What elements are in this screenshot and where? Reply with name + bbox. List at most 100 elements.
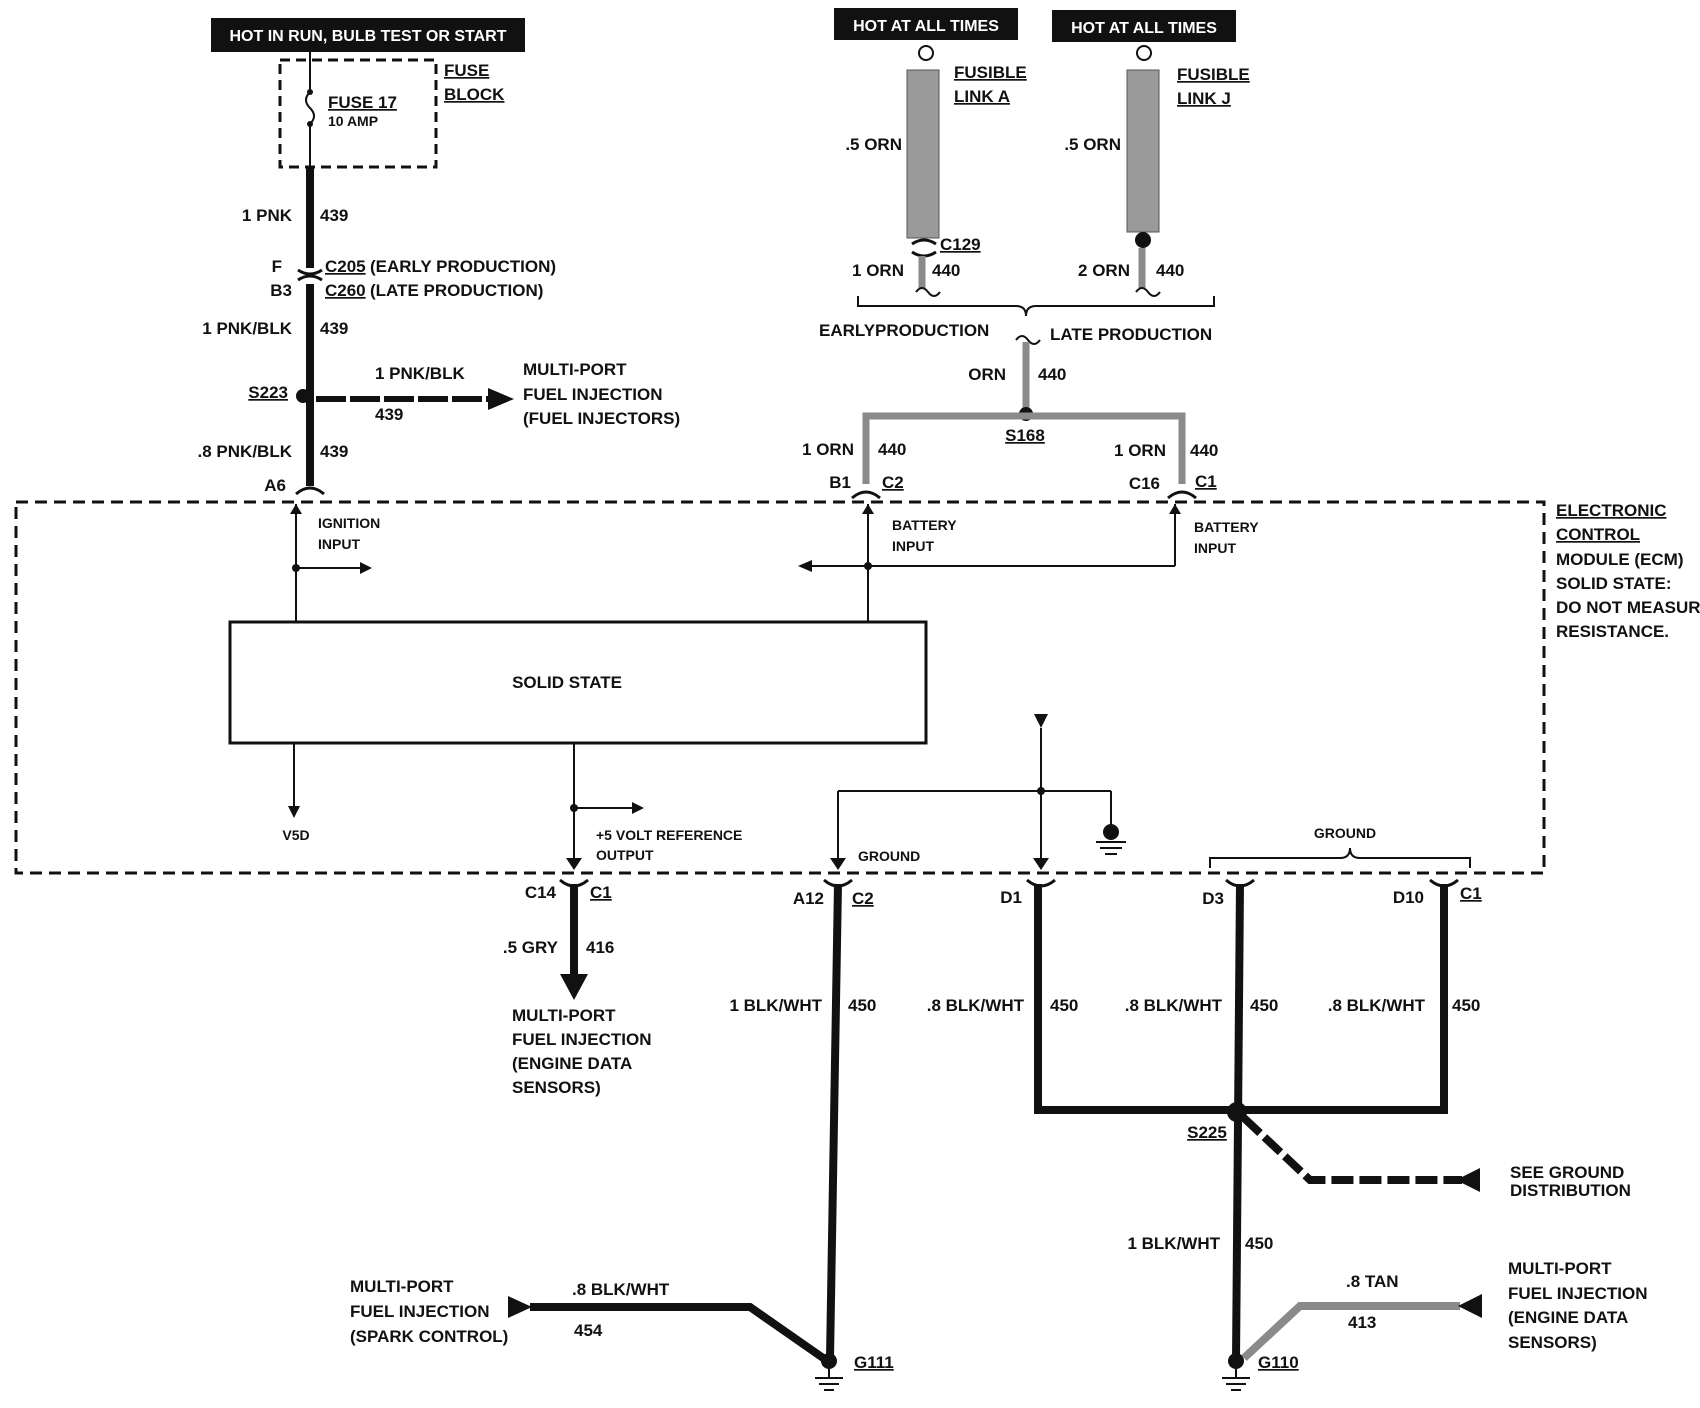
battery-input-1-line1: BATTERY (892, 517, 957, 533)
ecm-label-2: CONTROL (1556, 525, 1640, 544)
ecm-label-3: MODULE (ECM) (1556, 550, 1683, 569)
fusible-link-j: FUSIBLE LINK J .5 ORN 2 ORN 440 (1064, 45, 1250, 297)
connector-c260-icon (297, 274, 323, 282)
fusible-link-a-element (906, 69, 940, 239)
branch-wire-label: 1 PNK/BLK (375, 364, 465, 383)
tan-src-1: MULTI-PORT (1508, 1259, 1612, 1278)
header-hot-at-all-times-j-text: HOT AT ALL TIMES (1071, 20, 1217, 37)
header-hot-in-run: HOT IN RUN, BULB TEST OR START (211, 18, 525, 52)
fusible-link-a: FUSIBLE LINK A .5 ORN C129 1 ORN 440 (845, 45, 1027, 297)
ignition-feed-wire: 1 PNK 439 F C205 (EARLY PRODUCTION) B3 C… (198, 167, 680, 496)
ignition-input-1: IGNITION (318, 515, 380, 531)
a12-wire: 1 BLK/WHT (729, 996, 822, 1015)
battery-right-conn: C1 (1195, 472, 1217, 491)
c14-dest-1: MULTI-PORT (512, 1006, 616, 1025)
output-c14-wire: C14 C1 .5 GRY 416 MULTI-PORT FUEL INJECT… (503, 878, 651, 1097)
late-production-label: LATE PRODUCTION (1050, 325, 1212, 344)
fusible-j-out-wire: 2 ORN (1078, 261, 1130, 280)
c14-dest-3: (ENGINE DATA (512, 1054, 632, 1073)
production-brace: EARLYPRODUCTION LATE PRODUCTION (819, 296, 1215, 344)
ign-circuit3-label: 439 (320, 442, 348, 461)
d10-wire: .8 BLK/WHT (1328, 996, 1426, 1015)
c14-wire: .5 GRY (503, 938, 559, 957)
g110-dot (1228, 1353, 1244, 1369)
fuse-element-icon (305, 91, 315, 125)
reference-arrow-icon (1034, 714, 1048, 728)
d1-pin: D1 (1000, 888, 1022, 907)
header-hot-at-all-times-a-text: HOT AT ALL TIMES (853, 18, 999, 35)
ref-output-1: +5 VOLT REFERENCE (596, 827, 742, 843)
fuse-name: FUSE 17 (328, 93, 397, 112)
header-hot-in-run-text: HOT IN RUN, BULB TEST OR START (229, 28, 506, 45)
d3-circuit: 450 (1250, 996, 1278, 1015)
g111-label: G111 (854, 1353, 894, 1372)
c14-conn: C1 (590, 883, 612, 902)
fusible-a-out-wire: 1 ORN (852, 261, 904, 280)
ign-pin-a6: A6 (264, 476, 286, 495)
battery-left-pin: B1 (829, 473, 851, 492)
d10-circuit: 450 (1452, 996, 1480, 1015)
fuse-block-label-1: FUSE (444, 61, 489, 80)
splice-s225-dot (1227, 1102, 1247, 1122)
ign-circuit1-label: 439 (320, 206, 348, 225)
c14-pin: C14 (525, 883, 557, 902)
fusible-j-line1: FUSIBLE (1177, 65, 1250, 84)
ecm-module: ELECTRONIC CONTROL MODULE (ECM) SOLID ST… (14, 500, 1700, 875)
ref-output-2: OUTPUT (596, 847, 654, 863)
spark-src-2: FUEL INJECTION (350, 1302, 489, 1321)
d3-pin: D3 (1202, 889, 1224, 908)
spark-wire: .8 BLK/WHT (572, 1280, 670, 1299)
branch-dest-1: MULTI-PORT (523, 360, 627, 379)
battery-wire-label: ORN (968, 365, 1006, 384)
ign-circuit2-label: 439 (320, 319, 348, 338)
fuse-block: FUSE 17 10 AMP FUSE BLOCK (278, 52, 505, 169)
fusible-a-connector: C129 (940, 235, 981, 254)
see-ground-1: SEE GROUND (1510, 1163, 1624, 1182)
tan-wire: .8 TAN (1346, 1272, 1399, 1291)
a12-pin: A12 (793, 889, 824, 908)
c14-dest-4: SENSORS) (512, 1078, 601, 1097)
g110-circuit: 450 (1245, 1234, 1273, 1253)
ecm-label-5: DO NOT MEASURE (1556, 598, 1700, 617)
g111-dot (821, 1353, 837, 1369)
fusible-j-circuit: 440 (1156, 261, 1184, 280)
fusible-a-line2: LINK A (954, 87, 1010, 106)
ground-label-1: GROUND (858, 848, 920, 864)
fusible-j-line2: LINK J (1177, 89, 1231, 108)
fusible-a-circuit: 440 (932, 261, 960, 280)
tan-circuit: 413 (1348, 1313, 1376, 1332)
fusible-link-j-element (1126, 69, 1160, 233)
a12-circuit: 450 (848, 996, 876, 1015)
splice-s223-label: S223 (248, 383, 288, 402)
v5d-label: V5D (282, 827, 309, 843)
connector-c16-icon (1167, 490, 1197, 500)
solid-state-label: SOLID STATE (512, 673, 622, 692)
tan-src-2: FUEL INJECTION (1508, 1284, 1647, 1303)
spark-src-1: MULTI-PORT (350, 1277, 454, 1296)
see-ground-arrow-icon (1456, 1168, 1480, 1192)
branch-arrow-icon (488, 388, 514, 410)
connector-a6-icon (295, 486, 325, 496)
battery-left-wire: 1 ORN (802, 440, 854, 459)
battery-right-pin: C16 (1129, 474, 1160, 493)
connector-b1-icon (851, 490, 881, 500)
splice-s223-dot (296, 389, 310, 403)
ground-label-2: GROUND (1314, 825, 1376, 841)
ign-conn-c205: C205 (325, 257, 366, 276)
d10-conn: C1 (1460, 884, 1482, 903)
fusible-a-wire: .5 ORN (845, 135, 902, 154)
g110-wire: 1 BLK/WHT (1127, 1234, 1220, 1253)
battery-right-wire: 1 ORN (1114, 441, 1166, 460)
battery-right-circuit: 440 (1190, 441, 1218, 460)
ign-wire3-label: .8 PNK/BLK (198, 442, 293, 461)
ign-note-early: (EARLY PRODUCTION) (370, 257, 556, 276)
ign-note-late: (LATE PRODUCTION) (370, 281, 543, 300)
early-production-label: EARLYPRODUCTION (819, 321, 989, 340)
branch-dest-3: (FUEL INJECTORS) (523, 409, 680, 428)
ecm-label-4: SOLID STATE: (1556, 574, 1672, 593)
ecm-boundary (14, 500, 1546, 875)
connector-c205-icon (297, 268, 323, 276)
battery-feed-wire: ORN 440 S168 1 ORN 440 B1 C2 1 ORN 440 C… (802, 335, 1218, 500)
ign-conn-c260: C260 (325, 281, 366, 300)
fusible-a-line1: FUSIBLE (954, 63, 1027, 82)
